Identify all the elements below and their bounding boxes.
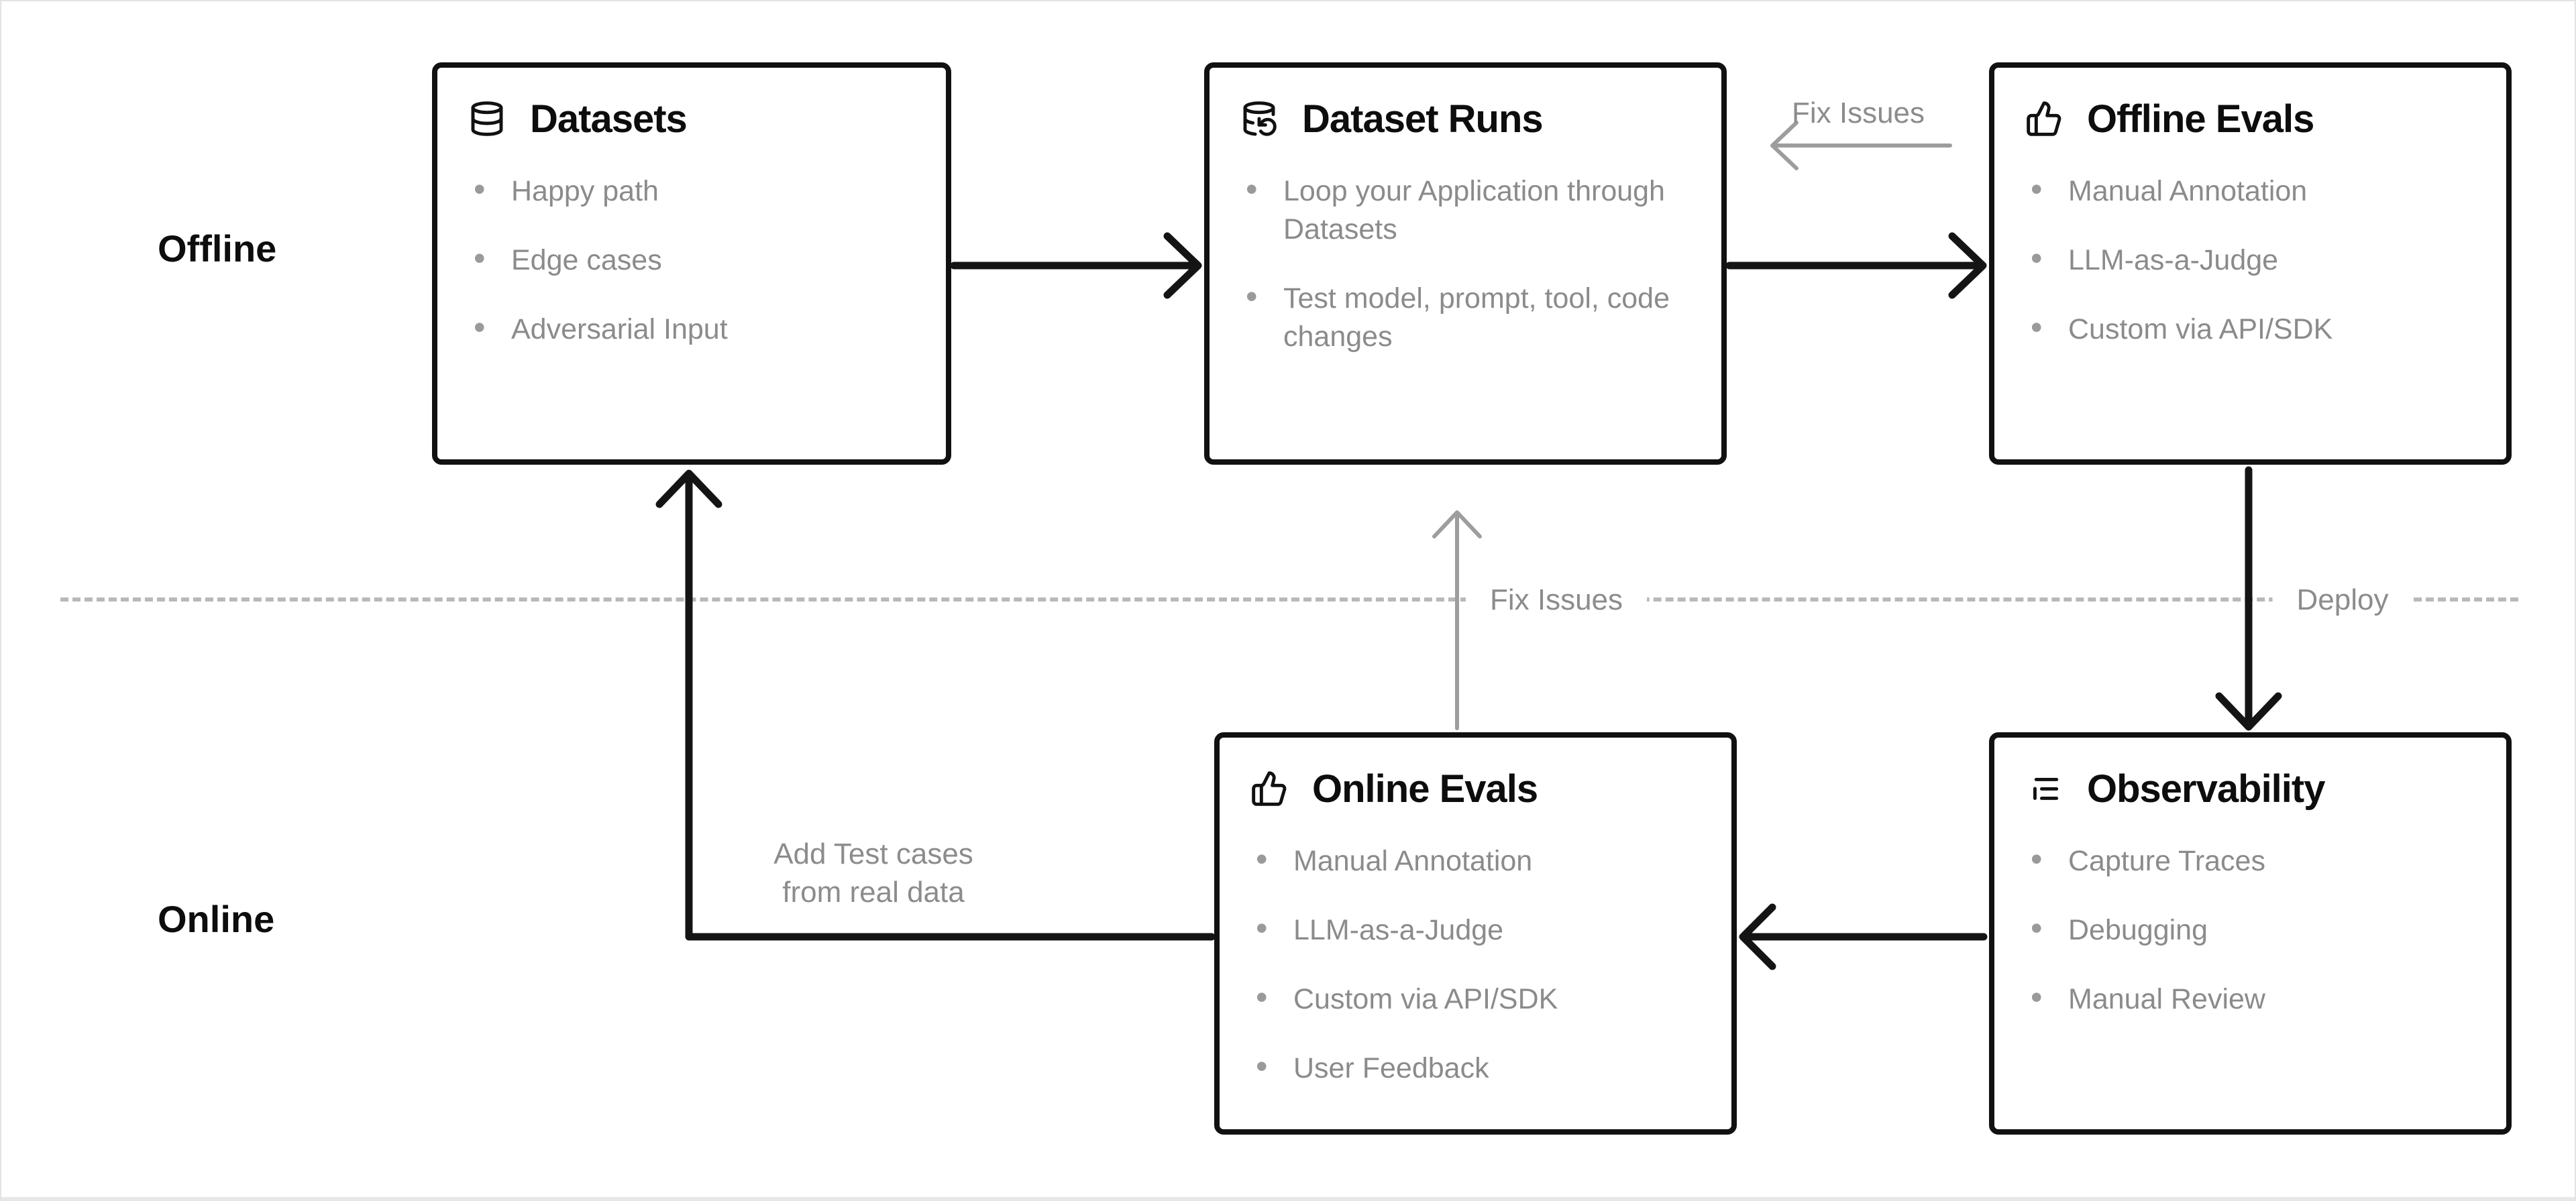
add-test-cases-label: Add Test cases from real data (773, 835, 973, 911)
list-item: Custom via API/SDK (2025, 308, 2475, 349)
node-datasets: Datasets Happy path Edge cases Adversari… (432, 62, 951, 465)
arrow-observability-to-online-evals (1739, 903, 1988, 970)
database-icon (468, 100, 506, 137)
lane-label-offline: Offline (158, 227, 277, 270)
node-offline-evals-header: Offline Evals (2025, 95, 2475, 143)
node-online-evals-header: Online Evals (1250, 764, 1701, 813)
node-dataset-runs-header: Dataset Runs (1240, 95, 1690, 143)
lane-label-online: Online (158, 898, 275, 940)
list-item: Loop your Application through Datasets (1240, 170, 1690, 249)
node-online-evals-list: Manual Annotation LLM-as-a-Judge Custom … (1250, 840, 1701, 1088)
trace-list-icon (2025, 770, 2063, 807)
list-item: User Feedback (1250, 1047, 1701, 1088)
list-item: Adversarial Input (468, 308, 915, 349)
node-datasets-header: Datasets (468, 95, 915, 143)
list-item: LLM-as-a-Judge (1250, 909, 1701, 950)
node-datasets-list: Happy path Edge cases Adversarial Input (468, 170, 915, 349)
node-offline-evals-list: Manual Annotation LLM-as-a-Judge Custom … (2025, 170, 2475, 349)
node-offline-evals: Offline Evals Manual Annotation LLM-as-a… (1989, 62, 2512, 465)
list-item: Test model, prompt, tool, code changes (1240, 278, 1690, 356)
list-item: Manual Annotation (1250, 840, 1701, 880)
list-item: Edge cases (468, 239, 915, 280)
node-observability: Observability Capture Traces Debugging M… (1989, 732, 2512, 1135)
deploy-label: Deploy (2272, 579, 2413, 621)
list-item: Debugging (2025, 909, 2475, 950)
node-observability-title: Observability (2087, 766, 2325, 811)
list-item: Happy path (468, 170, 915, 211)
arrow-dataset-runs-to-offline-evals (1725, 232, 1987, 299)
list-item: Manual Review (2025, 978, 2475, 1019)
fix-issues-top-label: Fix Issues (1791, 97, 1925, 129)
node-observability-list: Capture Traces Debugging Manual Review (2025, 840, 2475, 1019)
node-dataset-runs-title: Dataset Runs (1302, 97, 1544, 141)
node-datasets-title: Datasets (530, 97, 688, 141)
node-online-evals-title: Online Evals (1312, 766, 1538, 811)
node-online-evals: Online Evals Manual Annotation LLM-as-a-… (1214, 732, 1737, 1135)
fix-issues-mid-label: Fix Issues (1465, 579, 1648, 621)
thumbs-up-icon (2025, 100, 2063, 137)
list-item: LLM-as-a-Judge (2025, 239, 2475, 280)
add-test-cases-line1: Add Test cases (773, 838, 973, 870)
add-test-cases-line2: from real data (782, 876, 965, 909)
arrow-datasets-to-dataset-runs (950, 232, 1202, 299)
node-dataset-runs: Dataset Runs Loop your Application throu… (1204, 62, 1727, 465)
node-offline-evals-title: Offline Evals (2087, 97, 2314, 141)
list-item: Custom via API/SDK (1250, 978, 1701, 1019)
list-item: Manual Annotation (2025, 170, 2475, 211)
list-item: Capture Traces (2025, 840, 2475, 880)
thumbs-up-icon (1250, 770, 1288, 807)
offline-online-divider (60, 597, 2518, 602)
database-refresh-icon (1240, 100, 1278, 137)
node-dataset-runs-list: Loop your Application through Datasets T… (1240, 170, 1690, 356)
node-observability-header: Observability (2025, 764, 2475, 813)
